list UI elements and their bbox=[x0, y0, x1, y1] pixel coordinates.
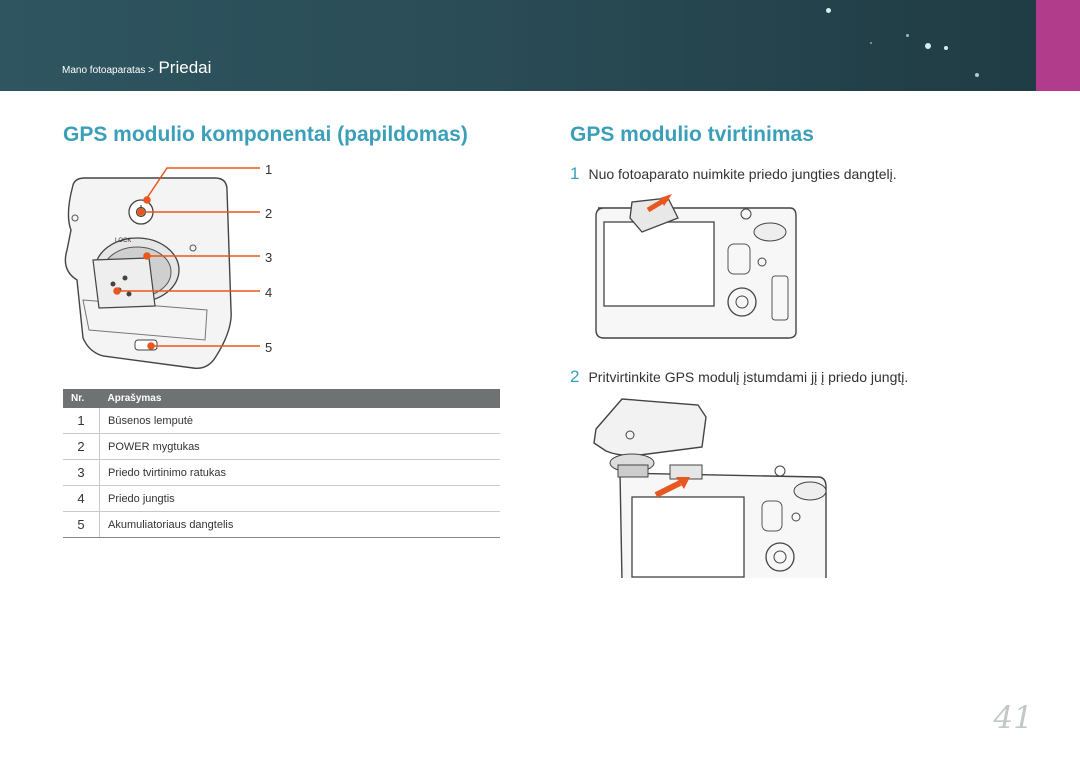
row-number: 3 bbox=[63, 459, 100, 486]
step-text: Nuo fotoaparato nuimkite priedo jungties… bbox=[588, 166, 897, 182]
breadcrumb-parent[interactable]: Mano fotoaparatas > bbox=[62, 65, 155, 76]
breadcrumb-current: Priedai bbox=[158, 58, 212, 77]
section-tab[interactable] bbox=[1036, 0, 1080, 91]
step-number: 1 bbox=[570, 164, 580, 183]
callout-1: 1 bbox=[265, 162, 273, 177]
row-description: Akumuliatoriaus dangtelis bbox=[99, 511, 500, 538]
step-1: 1 Nuo fotoaparato nuimkite priedo jungtie… bbox=[570, 164, 897, 184]
step-text: Pritvirtinkite GPS modulį įstumdami jį į… bbox=[588, 369, 909, 385]
page-header: Mano fotoaparatas > Priedai bbox=[0, 0, 1080, 91]
row-number: 4 bbox=[63, 485, 100, 512]
row-number: 1 bbox=[63, 408, 100, 434]
callout-3: 3 bbox=[265, 250, 273, 265]
lock-label: LOCK bbox=[115, 238, 131, 244]
row-description: Priedo tvirtinimo ratukas bbox=[99, 459, 500, 486]
row-number: 5 bbox=[63, 511, 100, 538]
table-header-row: Nr. Aprašymas bbox=[63, 389, 500, 408]
column-header-description: Aprašymas bbox=[99, 389, 500, 408]
gps-attach-illustration bbox=[593, 398, 827, 578]
step-number: 2 bbox=[570, 367, 580, 386]
column-header-nr: Nr. bbox=[63, 389, 100, 408]
camera-cover-removal-illustration bbox=[595, 194, 797, 339]
callout-5: 5 bbox=[265, 340, 273, 355]
row-number: 2 bbox=[63, 433, 100, 460]
right-section-title: GPS modulio tvirtinimas bbox=[570, 123, 814, 146]
callout-4: 4 bbox=[265, 285, 273, 300]
page-number: 41 bbox=[993, 700, 1033, 736]
row-description: Būsenos lemputė bbox=[99, 408, 500, 434]
callout-2: 2 bbox=[265, 206, 273, 221]
row-description: POWER mygtukas bbox=[99, 433, 500, 460]
left-section-title: GPS modulio komponentai (papildomas) bbox=[63, 123, 468, 146]
row-description: Priedo jungtis bbox=[99, 485, 500, 512]
step-2: 2 Pritvirtinkite GPS modulį įstumdami jį … bbox=[570, 367, 908, 387]
breadcrumb[interactable]: Mano fotoaparatas > Priedai bbox=[62, 58, 211, 78]
gps-module-diagram: LOCK bbox=[64, 167, 260, 369]
